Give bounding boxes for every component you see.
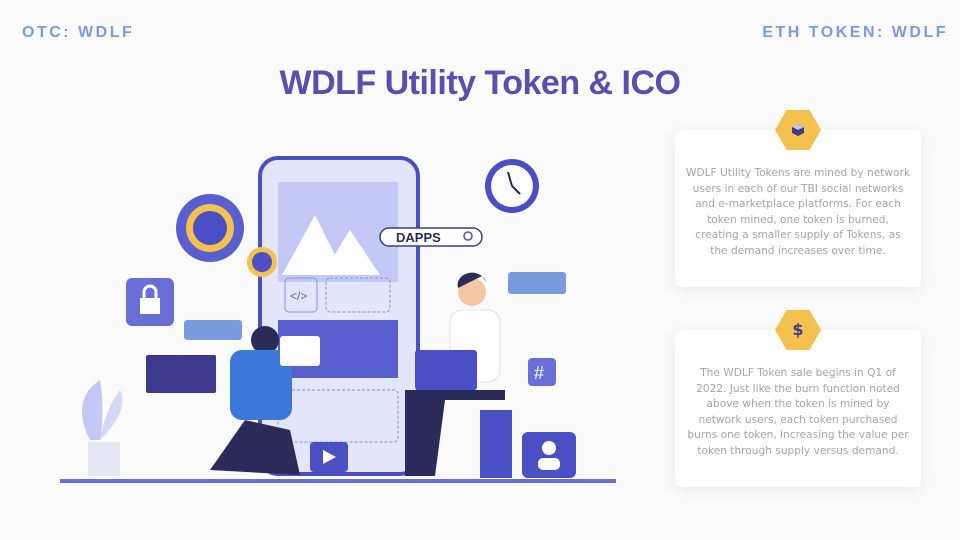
dapps-illustration: </> DAPPS #: [60, 156, 616, 483]
code-window-icon: [146, 355, 216, 393]
dapps-search-bar: [379, 227, 483, 247]
page-title: WDLF Utility Token & ICO: [279, 64, 681, 102]
chat-bubble-icon: [184, 320, 242, 340]
token-mining-text: WDLF Utility Tokens are mined by network…: [685, 167, 911, 257]
dollar-icon: $: [775, 310, 821, 350]
eth-token-label: ETH TOKEN: WDLF: [762, 24, 948, 41]
token-sale-card: $ The WDLF Token sale begins in Q1 of 20…: [675, 310, 921, 487]
dapps-label: DAPPS: [396, 230, 441, 245]
token-mining-card: WDLF Utility Tokens are mined by network…: [675, 110, 921, 287]
svg-text:</>: </>: [290, 289, 307, 303]
hashtag-icon: [528, 358, 556, 386]
otc-label: OTC: WDLF: [22, 24, 135, 41]
svg-text:#: #: [534, 363, 544, 383]
search-icon: [463, 231, 473, 241]
chat-bubble-icon: [508, 272, 566, 294]
cube-icon: [775, 110, 821, 150]
token-sale-text: The WDLF Token sale begins in Q1 of 2022…: [687, 367, 909, 457]
